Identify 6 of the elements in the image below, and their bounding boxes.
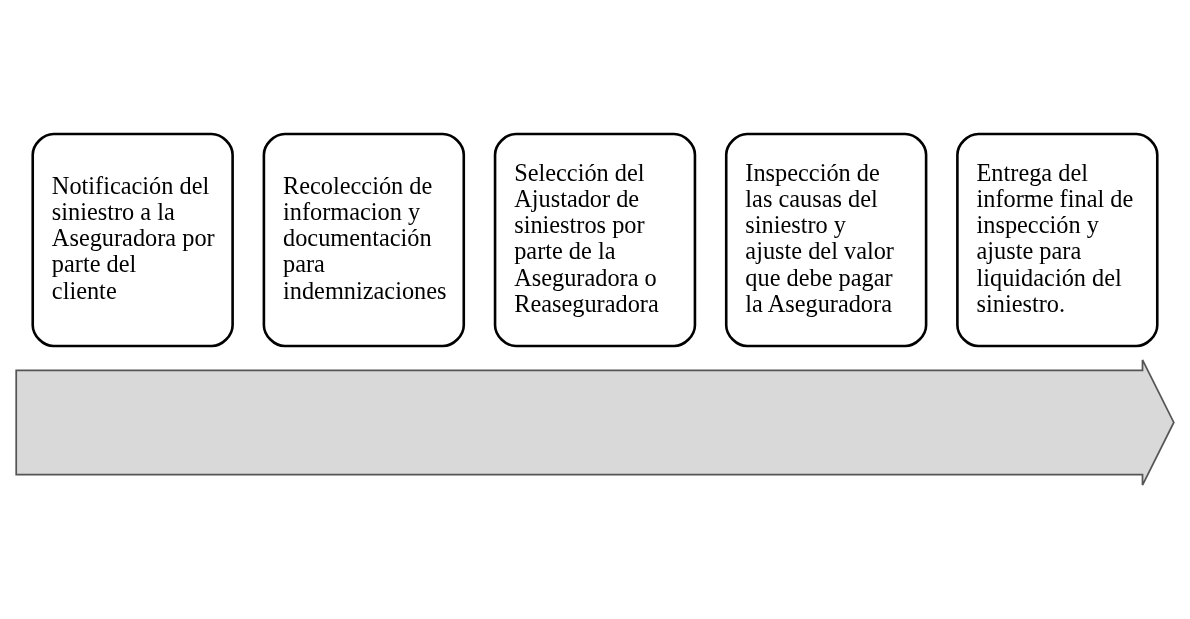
node-box: Recolección de informacion y documentación para indemnizaciones — [262, 132, 466, 348]
node-box: Entrega del informe final de inspección y ajuste para liquidación del siniestro. — [956, 132, 1159, 348]
node-box: Notificación del siniestro a la Aseguradora por parte del cliente — [31, 132, 234, 348]
node-arrow — [15, 359, 1175, 486]
node-box: Selección del Ajustador de siniestros por parte de la Aseguradora o Reaseguradora — [493, 132, 697, 348]
node-box: Inspección de las causas del siniestro y ajuste del valor que debe pagar la Aseguradora — [724, 132, 928, 348]
